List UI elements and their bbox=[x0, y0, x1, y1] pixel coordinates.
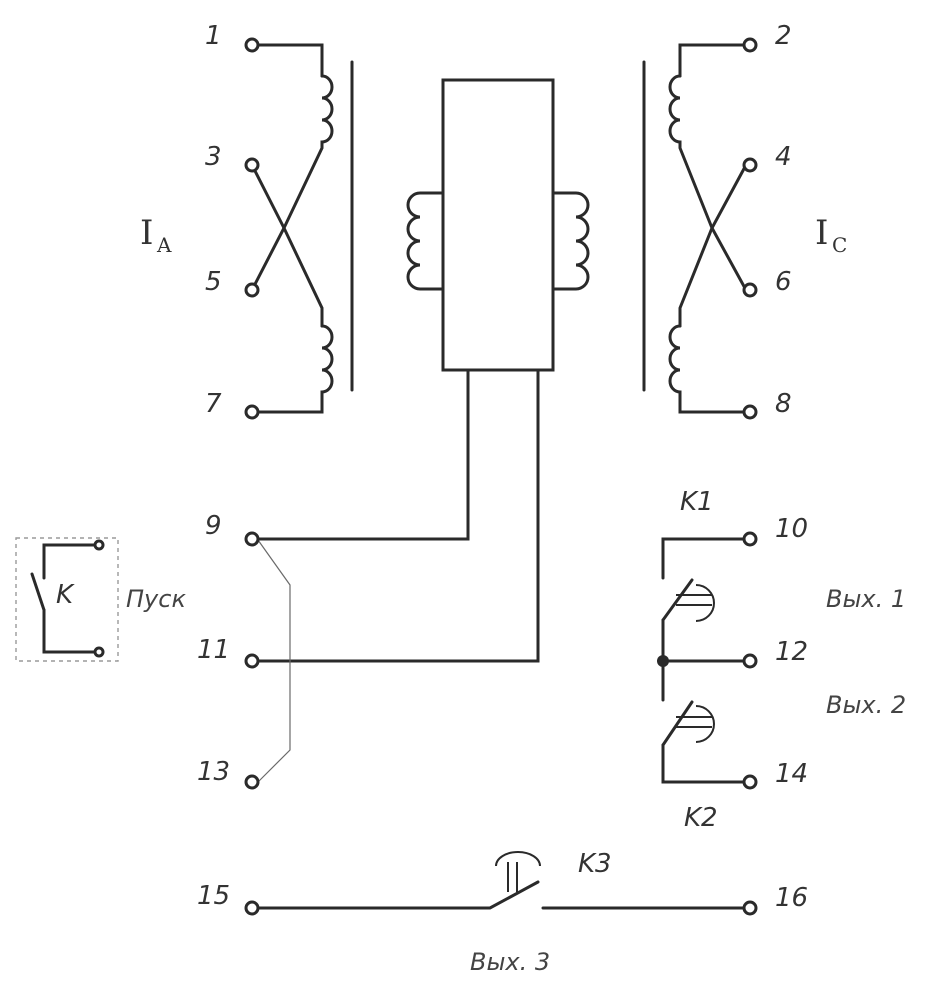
label-2: 2 bbox=[775, 21, 792, 51]
label-16: 16 bbox=[775, 883, 808, 913]
label-11: 11 bbox=[197, 635, 230, 665]
label-3: 3 bbox=[205, 142, 222, 172]
current-ic-sub: C bbox=[832, 233, 847, 257]
terminal-1[interactable] bbox=[244, 37, 260, 53]
terminal-k-bottom bbox=[93, 646, 105, 658]
terminal-13[interactable] bbox=[244, 774, 260, 790]
label-start: Пуск bbox=[126, 585, 186, 613]
terminals bbox=[93, 37, 758, 916]
terminal-9[interactable] bbox=[244, 531, 260, 547]
terminal-labels: 1 3 5 7 2 4 6 8 9 11 13 15 10 12 14 16 bbox=[197, 21, 808, 913]
label-out1: Вых. 1 bbox=[826, 585, 906, 613]
start-contact-k bbox=[15, 537, 119, 662]
terminal-16[interactable] bbox=[742, 900, 758, 916]
terminal-12[interactable] bbox=[742, 653, 758, 669]
current-label-ia: I A bbox=[140, 213, 172, 257]
label-7: 7 bbox=[205, 389, 222, 419]
output-contact-k3 bbox=[254, 851, 748, 910]
terminal-14[interactable] bbox=[742, 774, 758, 790]
terminal-4[interactable] bbox=[742, 157, 758, 173]
label-k2: K2 bbox=[684, 803, 718, 833]
terminal-15[interactable] bbox=[244, 900, 260, 916]
right-current-transformer bbox=[642, 43, 748, 414]
label-6: 6 bbox=[775, 267, 792, 297]
terminal-k-top bbox=[93, 539, 105, 551]
label-k3: K3 bbox=[578, 849, 612, 879]
current-ia-main: I bbox=[140, 213, 153, 253]
label-out2: Вых. 2 bbox=[826, 691, 906, 719]
label-k1: K1 bbox=[680, 487, 714, 517]
terminal-2[interactable] bbox=[742, 37, 758, 53]
terminal-3[interactable] bbox=[244, 157, 260, 173]
label-out3: Вых. 3 bbox=[470, 948, 550, 976]
label-4: 4 bbox=[775, 142, 792, 172]
central-relay-core bbox=[254, 78, 590, 663]
label-14: 14 bbox=[775, 759, 808, 789]
jumper-9-13 bbox=[257, 539, 291, 783]
terminal-8[interactable] bbox=[742, 404, 758, 420]
label-1: 1 bbox=[205, 21, 222, 51]
label-12: 12 bbox=[775, 637, 808, 667]
current-label-ic: I C bbox=[815, 213, 847, 257]
terminal-10[interactable] bbox=[742, 531, 758, 547]
terminal-6[interactable] bbox=[742, 282, 758, 298]
terminal-11[interactable] bbox=[244, 653, 260, 669]
terminal-7[interactable] bbox=[244, 404, 260, 420]
left-current-transformer bbox=[250, 43, 354, 414]
label-5: 5 bbox=[205, 267, 222, 297]
label-9: 9 bbox=[205, 511, 222, 541]
label-k: K bbox=[56, 580, 75, 610]
current-ic-main: I bbox=[815, 213, 828, 253]
label-8: 8 bbox=[775, 389, 792, 419]
output-contacts-k1-k2 bbox=[657, 537, 748, 784]
label-15: 15 bbox=[197, 881, 230, 911]
label-13: 13 bbox=[197, 757, 230, 787]
current-ia-sub: A bbox=[156, 233, 172, 257]
terminal-5[interactable] bbox=[244, 282, 260, 298]
label-10: 10 bbox=[775, 514, 808, 544]
